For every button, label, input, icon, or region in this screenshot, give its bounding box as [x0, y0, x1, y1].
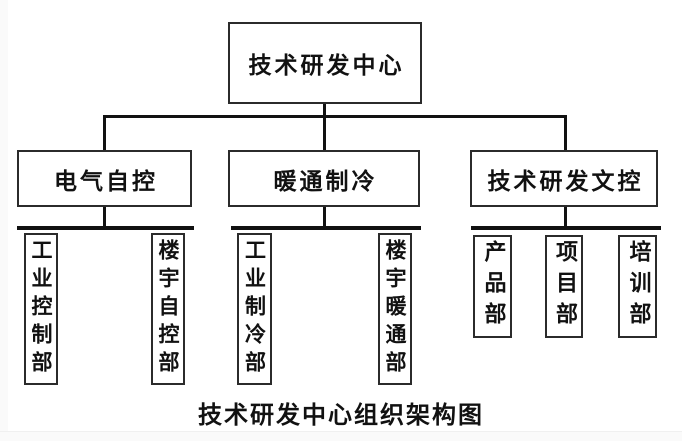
chart-caption: 技术研发中心组织架构图: [198, 401, 484, 429]
org-box-product-dept: 产品部: [473, 235, 512, 338]
connector-root-stub: [323, 104, 326, 117]
connector-crossbar-hvac: [231, 226, 421, 230]
org-box-building-hvac-dept: 楼宇暖通部: [378, 233, 412, 385]
org-box-root: 技术研发中心: [228, 22, 422, 104]
connector-stub-doccontrol: [564, 206, 567, 227]
connector-crossbar-electrical: [17, 226, 194, 230]
connector-crossbar-doccontrol: [471, 226, 661, 230]
connector-drop-electrical: [103, 117, 106, 150]
connector-level1-horizontal: [103, 115, 567, 118]
connector-drop-doccontrol: [564, 117, 567, 150]
org-box-industrial-control-dept: 工业控制部: [24, 233, 58, 385]
connector-stub-electrical: [103, 206, 106, 227]
org-box-hvac-refrigeration: 暖通制冷: [228, 150, 420, 207]
connector-stub-hvac: [323, 206, 326, 227]
org-box-industrial-refrigeration-dept: 工业制冷部: [237, 233, 272, 385]
org-box-building-automation-dept: 楼宇自控部: [151, 233, 185, 385]
page-edge-bottom: [0, 431, 682, 441]
org-box-electrical-automation: 电气自控: [17, 150, 192, 207]
page-edge-left: [0, 0, 8, 440]
org-box-rd-document-control: 技术研发文控: [470, 150, 658, 207]
org-box-training-dept: 培训部: [618, 235, 657, 338]
connector-drop-hvac: [323, 117, 326, 150]
org-box-project-dept: 项目部: [545, 235, 583, 338]
